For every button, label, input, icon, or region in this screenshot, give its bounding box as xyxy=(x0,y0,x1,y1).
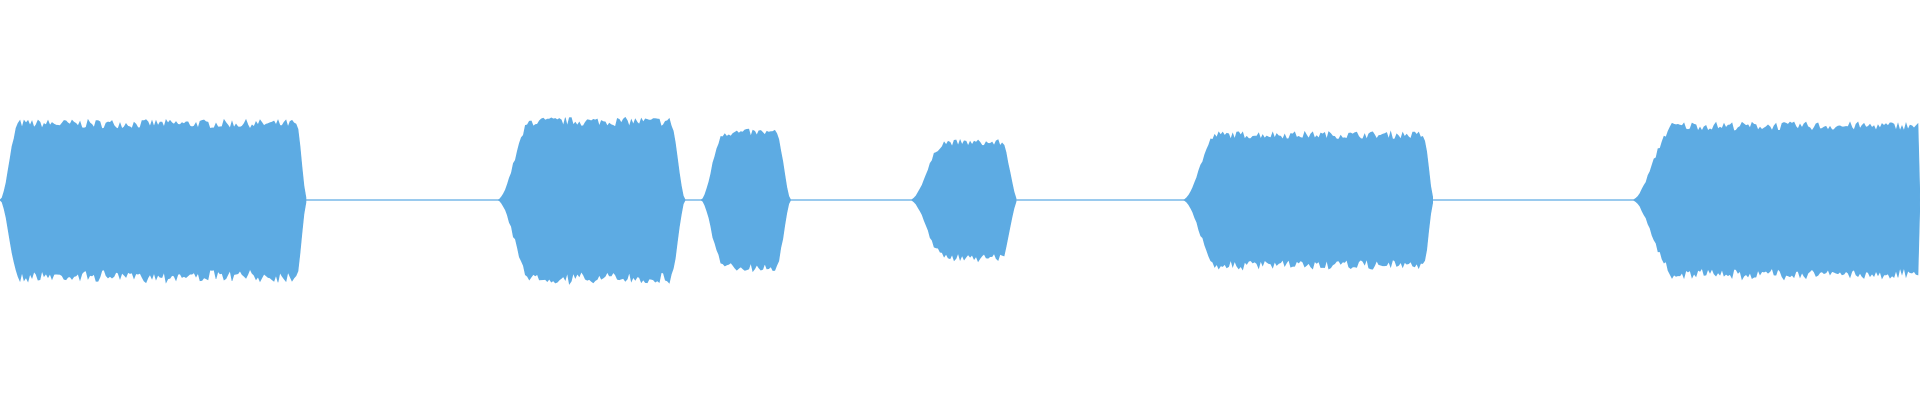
waveform-segments xyxy=(0,116,1920,285)
waveform-segment-5 xyxy=(1181,130,1433,271)
waveform-segment-3 xyxy=(700,128,792,273)
waveform-segment-2 xyxy=(496,116,686,285)
waveform-segment-4 xyxy=(910,138,1017,263)
waveform-segment-6 xyxy=(1631,121,1920,281)
waveform-segment-1 xyxy=(0,118,307,284)
